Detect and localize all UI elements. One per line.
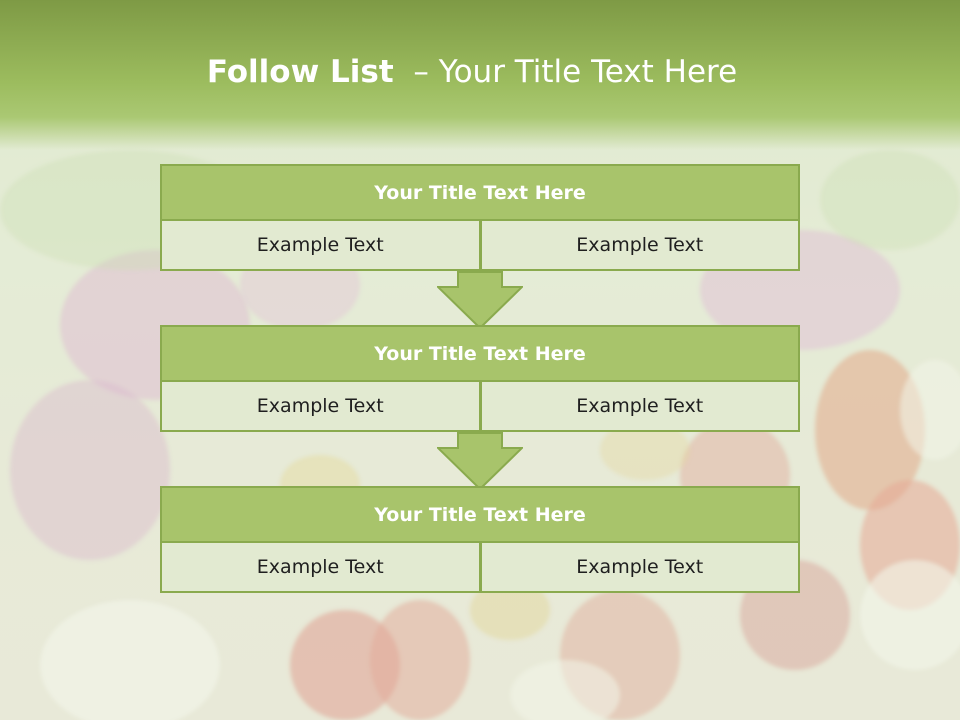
title-band [0,0,960,150]
list-block-1: Your Title Text Here Example Text Exampl… [160,164,800,271]
block-3-right-cell: Example Text [480,543,800,593]
list-block-2: Your Title Text Here Example Text Exampl… [160,325,800,432]
block-2-row: Example Text Example Text [160,382,800,432]
block-3-header: Your Title Text Here [160,486,800,543]
block-2-header: Your Title Text Here [160,325,800,382]
block-1-header: Your Title Text Here [160,164,800,221]
block-1-right-cell: Example Text [480,221,800,271]
block-1-row: Example Text Example Text [160,221,800,271]
block-2-left-cell: Example Text [160,382,481,432]
down-arrow-icon [437,271,523,329]
slide-title-rest: – Your Title Text Here [413,54,738,90]
block-3-left-cell: Example Text [160,543,481,593]
block-3-row: Example Text Example Text [160,543,800,593]
down-arrow-icon [437,432,523,490]
block-1-left-cell: Example Text [160,221,481,271]
slide-title: Follow List – Your Title Text Here [0,54,944,90]
block-2-right-cell: Example Text [480,382,800,432]
slide-title-bold: Follow List [206,54,394,90]
list-block-3: Your Title Text Here Example Text Exampl… [160,486,800,593]
